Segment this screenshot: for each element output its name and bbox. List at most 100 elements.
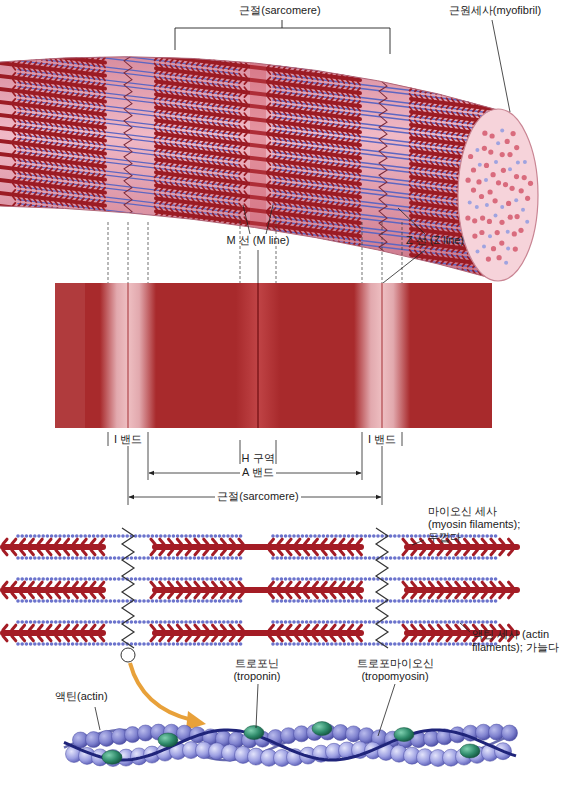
filament-dot bbox=[471, 188, 476, 193]
filament-dot bbox=[480, 216, 485, 221]
thin-filament bbox=[273, 577, 496, 581]
thin-filament bbox=[528, 104, 567, 130]
filament-dot bbox=[522, 175, 527, 180]
myosin-heads bbox=[0, 215, 105, 249]
filament-dot bbox=[504, 261, 508, 265]
filament-dot bbox=[507, 152, 512, 157]
actin-label: 액틴(actin) bbox=[55, 690, 108, 702]
filament-dot bbox=[466, 178, 471, 183]
filament-dot bbox=[508, 167, 512, 171]
troponin-complex bbox=[394, 728, 414, 742]
filament-dot bbox=[514, 145, 519, 150]
myosin-heads bbox=[403, 582, 513, 598]
i-band bbox=[354, 283, 410, 428]
thin-filament bbox=[528, 260, 567, 286]
thick-filament bbox=[0, 23, 107, 52]
cross-section-dots bbox=[465, 129, 533, 265]
myosin-heads bbox=[0, 137, 105, 171]
thin-filament bbox=[528, 251, 567, 277]
sarcomere-label: 근절(sarcomere) bbox=[239, 4, 320, 16]
label-box: I 밴드 bbox=[98, 433, 158, 446]
filament-dot bbox=[496, 180, 501, 185]
label-box: 액틴(actin) bbox=[55, 690, 145, 703]
filament-dot bbox=[499, 220, 504, 225]
filament-dot bbox=[514, 174, 519, 179]
myosin-heads bbox=[0, 46, 105, 80]
filament-dot bbox=[494, 213, 498, 217]
leader-line bbox=[492, 20, 510, 112]
myosin-heads bbox=[3, 539, 104, 555]
myosin-heads bbox=[0, 59, 105, 93]
myosin-heads bbox=[151, 625, 361, 641]
m-line-label: M 선 (M line) bbox=[227, 234, 290, 246]
tropomyosin-label: 트로포마이오신 (tropomyosin) bbox=[357, 657, 434, 682]
filament-dot bbox=[493, 198, 498, 203]
label-box: 근절(sarcomere) bbox=[198, 490, 318, 503]
tube-edge bbox=[0, 206, 498, 280]
filament-dot bbox=[491, 246, 496, 251]
thick-filament bbox=[0, 205, 107, 234]
label-box: 트로포마이오신 (tropomyosin) bbox=[350, 657, 440, 683]
troponin-complex bbox=[244, 726, 264, 740]
thick-filament bbox=[0, 10, 107, 39]
filament-dot bbox=[496, 141, 500, 145]
filament-dot bbox=[523, 160, 527, 164]
filament-dot bbox=[488, 234, 492, 238]
leader-line bbox=[95, 684, 395, 736]
thin-filament bbox=[528, 91, 567, 117]
filament-dot bbox=[501, 168, 506, 173]
label-box: M 선 (M line) bbox=[208, 234, 308, 247]
tube-edge bbox=[0, 57, 498, 110]
h-zone-label: H 구역 bbox=[242, 452, 275, 464]
filament-dot bbox=[505, 139, 510, 144]
troponin-complex bbox=[158, 733, 178, 747]
filament-dot bbox=[512, 231, 517, 236]
thick-filament bbox=[409, 71, 567, 100]
z-disc bbox=[122, 528, 134, 648]
thin-filament bbox=[273, 234, 493, 260]
z-line bbox=[127, 283, 128, 428]
thin-filament bbox=[18, 620, 243, 624]
sarcomere-bracket bbox=[175, 20, 390, 54]
thin-filament bbox=[528, 247, 567, 273]
label-box: 액틴 세사 (actin filaments); 가늘다 bbox=[472, 628, 562, 654]
myosin-heads bbox=[0, 176, 105, 210]
filament-dot bbox=[506, 201, 511, 206]
myosin-label: 마이오신 세사 (myosin filaments); 두껍다 bbox=[428, 505, 520, 543]
myosin-heads bbox=[3, 582, 104, 598]
filament-dot bbox=[491, 172, 496, 177]
thin-filament bbox=[528, 264, 567, 290]
filament-dot bbox=[482, 131, 487, 136]
actin-helix bbox=[64, 722, 518, 767]
filament-dot bbox=[475, 205, 479, 209]
myosin-heads bbox=[0, 150, 105, 184]
thin-filament bbox=[528, 95, 567, 121]
filament-dot bbox=[497, 255, 502, 260]
thin-filament bbox=[528, 273, 567, 299]
myosin-heads bbox=[0, 33, 105, 67]
troponin-complex bbox=[102, 750, 122, 764]
thin-filament bbox=[273, 620, 496, 624]
filament-dot bbox=[484, 178, 488, 182]
myosin-heads bbox=[0, 202, 105, 236]
myosin-heads bbox=[155, 233, 360, 267]
tropomyosin-strand bbox=[64, 730, 516, 760]
magnify-circle bbox=[121, 648, 135, 662]
thin-filament bbox=[273, 260, 493, 286]
thin-filament bbox=[528, 290, 567, 316]
filament-dot bbox=[486, 257, 491, 262]
thin-filament bbox=[528, 299, 567, 325]
thin-filament bbox=[528, 117, 567, 143]
thin-filament bbox=[528, 238, 567, 264]
filament-dot bbox=[495, 230, 500, 235]
h-zone bbox=[236, 283, 280, 428]
filament-dot bbox=[499, 241, 504, 246]
filament-dot bbox=[471, 167, 476, 172]
label-box: H 구역 bbox=[228, 452, 288, 465]
filament-dot bbox=[476, 249, 480, 253]
label-box: 트로포닌 (troponin) bbox=[224, 657, 290, 683]
filament-dot bbox=[518, 228, 523, 233]
filament-dot bbox=[500, 205, 504, 209]
thin-filament bbox=[273, 243, 493, 269]
